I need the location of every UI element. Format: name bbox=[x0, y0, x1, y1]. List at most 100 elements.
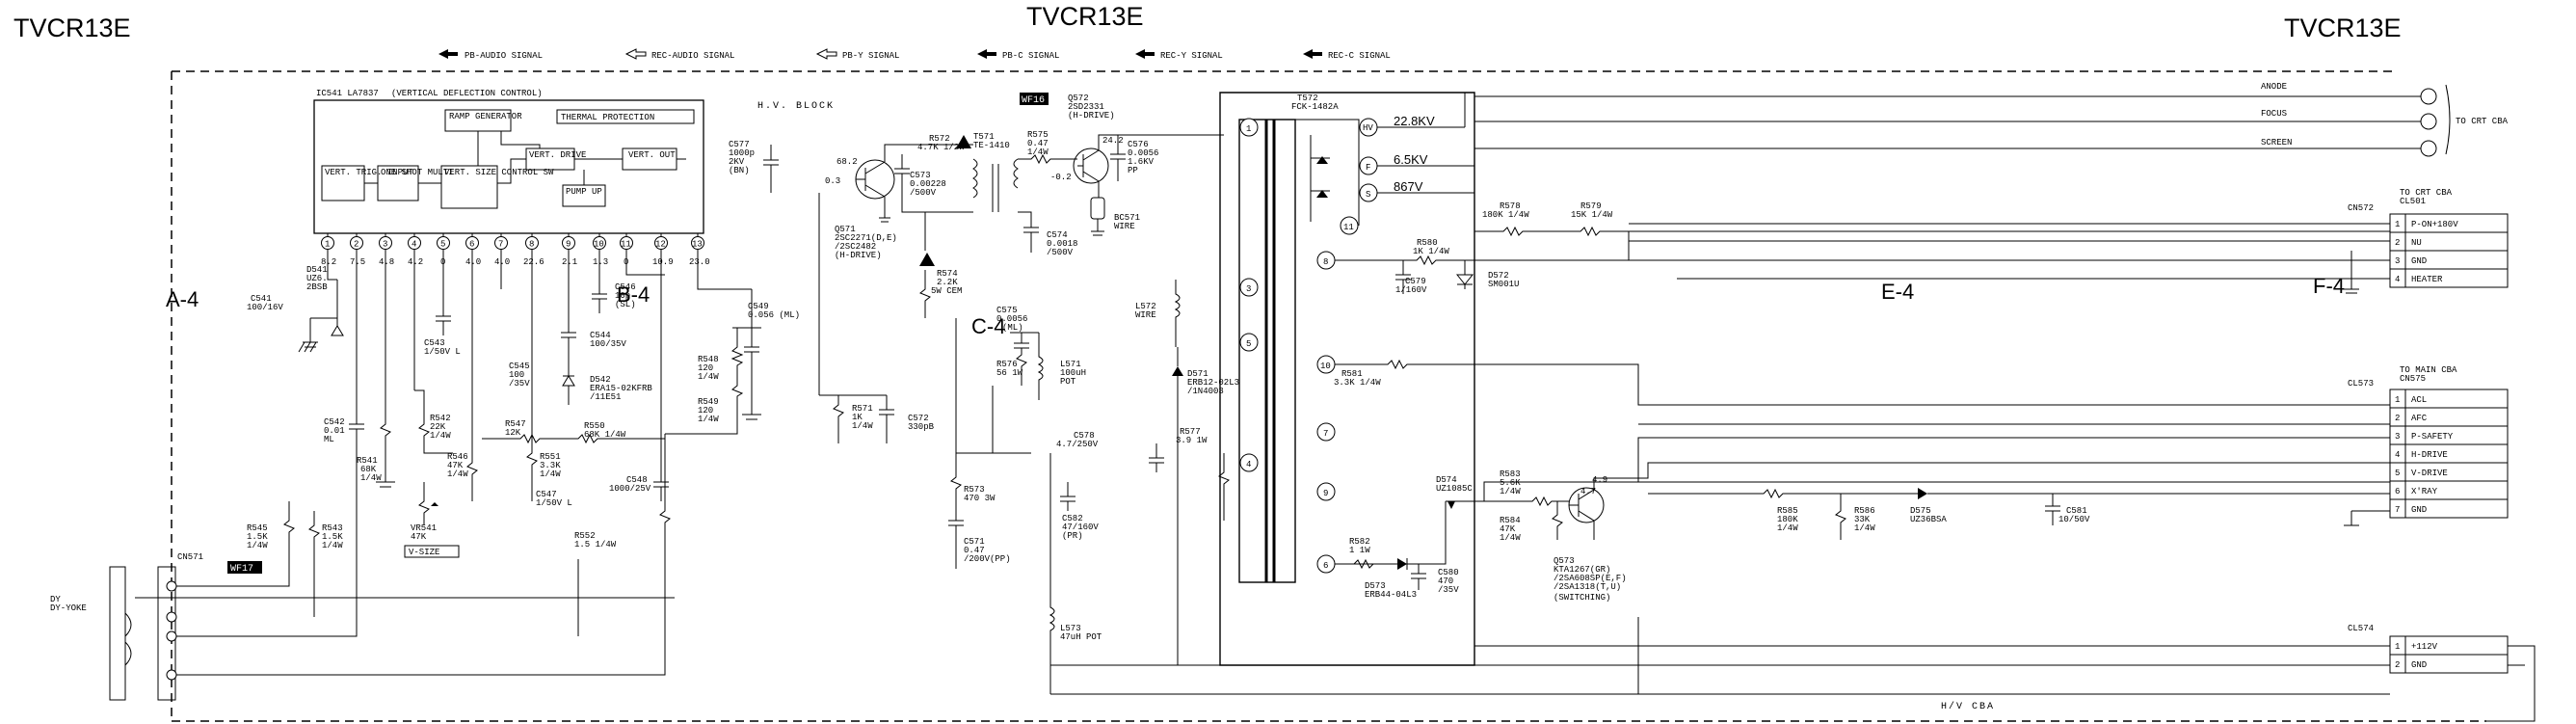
svg-text:15K 1/4W: 15K 1/4W bbox=[1571, 210, 1613, 220]
svg-text:L571: L571 bbox=[1060, 360, 1081, 369]
svg-text:R547: R547 bbox=[505, 419, 526, 429]
hv-block-label: H.V. BLOCK bbox=[757, 101, 835, 112]
svg-text:RAMP GENERATOR: RAMP GENERATOR bbox=[449, 112, 522, 121]
svg-text:GND: GND bbox=[2411, 256, 2427, 266]
svg-text:HV: HV bbox=[1363, 123, 1373, 133]
svg-text:ACL: ACL bbox=[2411, 395, 2427, 405]
svg-text:(H-DRIVE): (H-DRIVE) bbox=[1068, 111, 1115, 121]
svg-text:VR541: VR541 bbox=[411, 523, 437, 533]
svg-text:TO CRT CBA: TO CRT CBA bbox=[2400, 188, 2453, 198]
svg-text:C577: C577 bbox=[729, 140, 750, 149]
svg-text:Q571: Q571 bbox=[835, 225, 856, 234]
svg-text:0.056 (ML): 0.056 (ML) bbox=[748, 310, 800, 320]
svg-text:10.9: 10.9 bbox=[652, 257, 674, 267]
svg-text:/2SC2482: /2SC2482 bbox=[835, 242, 876, 252]
svg-text:C572: C572 bbox=[908, 414, 929, 423]
svg-text:X'RAY: X'RAY bbox=[2411, 487, 2438, 496]
svg-text:POT: POT bbox=[1060, 377, 1076, 387]
svg-text:REC-AUDIO SIGNAL: REC-AUDIO SIGNAL bbox=[651, 51, 734, 61]
svg-text:1000p: 1000p bbox=[729, 148, 755, 158]
legend-pb-audio: PB-AUDIO SIGNAL bbox=[438, 49, 543, 61]
svg-text:1: 1 bbox=[1246, 124, 1251, 134]
svg-text:1/50V L: 1/50V L bbox=[424, 347, 461, 357]
svg-text:100/16V: 100/16V bbox=[247, 303, 283, 312]
svg-text:7: 7 bbox=[1323, 429, 1328, 439]
svg-text:C543: C543 bbox=[424, 338, 445, 348]
svg-text:(VERTICAL DEFLECTION CONTROL): (VERTICAL DEFLECTION CONTROL) bbox=[391, 89, 543, 98]
svg-text:47uH POT: 47uH POT bbox=[1060, 632, 1102, 642]
svg-text:1/4W: 1/4W bbox=[1777, 523, 1798, 533]
wf17-badge bbox=[227, 561, 262, 574]
svg-text:(ML): (ML) bbox=[1002, 323, 1023, 333]
svg-text:2: 2 bbox=[2395, 660, 2400, 670]
section-a4: A-4 bbox=[166, 287, 199, 311]
svg-text:3: 3 bbox=[2395, 432, 2400, 442]
svg-text:1/4W: 1/4W bbox=[852, 421, 873, 431]
ic541-pins: 18.2 27.5 34.8 44.2 50 64.0 74.0 822.6 9… bbox=[321, 236, 710, 267]
svg-text:68.2: 68.2 bbox=[837, 157, 858, 167]
svg-text:L572: L572 bbox=[1135, 302, 1156, 311]
svg-text:D572: D572 bbox=[1488, 271, 1509, 281]
svg-text:4.7K 1/2W: 4.7K 1/2W bbox=[917, 143, 965, 152]
svg-text:C545: C545 bbox=[509, 362, 530, 371]
svg-text:470 3W: 470 3W bbox=[964, 494, 996, 503]
section-c4: C-4 bbox=[971, 314, 1005, 338]
svg-text:10: 10 bbox=[1320, 362, 1331, 371]
svg-text:/35V: /35V bbox=[509, 379, 530, 389]
svg-text:WF16: WF16 bbox=[1022, 95, 1045, 106]
svg-text:12K: 12K bbox=[505, 428, 521, 438]
svg-text:ML: ML bbox=[324, 435, 334, 444]
svg-text:100uH: 100uH bbox=[1060, 368, 1086, 378]
svg-text:/2SA608SP(E,F): /2SA608SP(E,F) bbox=[1554, 574, 1627, 583]
svg-text:C549: C549 bbox=[748, 302, 769, 311]
svg-text:R551: R551 bbox=[540, 452, 561, 462]
svg-text:47K: 47K bbox=[1500, 524, 1516, 534]
svg-text:VERT. TRIG. INPUT: VERT. TRIG. INPUT bbox=[325, 168, 413, 177]
svg-text:9: 9 bbox=[566, 240, 571, 250]
svg-text:3.9 1W: 3.9 1W bbox=[1176, 436, 1208, 445]
svg-text:3: 3 bbox=[1246, 284, 1251, 294]
svg-text:T571: T571 bbox=[973, 132, 995, 142]
svg-text:WIRE: WIRE bbox=[1114, 222, 1135, 231]
svg-text:68K: 68K bbox=[360, 465, 377, 474]
svg-text:C581: C581 bbox=[2066, 506, 2087, 516]
svg-text:R542: R542 bbox=[430, 414, 451, 423]
svg-text:1/4W: 1/4W bbox=[430, 431, 451, 441]
svg-text:(H-DRIVE): (H-DRIVE) bbox=[835, 251, 882, 260]
svg-text:180K 1/4W: 180K 1/4W bbox=[1482, 210, 1529, 220]
svg-text:7: 7 bbox=[2395, 505, 2400, 515]
svg-text:5W CEM: 5W CEM bbox=[931, 286, 962, 296]
svg-text:PB-Y SIGNAL: PB-Y SIGNAL bbox=[842, 51, 899, 61]
svg-text:33K: 33K bbox=[1854, 515, 1871, 524]
svg-text:GND: GND bbox=[2411, 505, 2427, 515]
svg-text:0.0056: 0.0056 bbox=[996, 314, 1027, 324]
svg-text:1/4W: 1/4W bbox=[1500, 487, 1521, 496]
svg-text:R576: R576 bbox=[996, 360, 1018, 369]
svg-text:C576: C576 bbox=[1128, 140, 1149, 149]
svg-text:4.0: 4.0 bbox=[465, 257, 481, 267]
svg-text:R577: R577 bbox=[1180, 427, 1201, 437]
svg-text:KTA1267(GR): KTA1267(GR) bbox=[1554, 565, 1610, 575]
svg-text:/2SA1318(T,U): /2SA1318(T,U) bbox=[1554, 582, 1621, 592]
svg-text:867V: 867V bbox=[1394, 179, 1423, 194]
svg-text:UZ36BSA: UZ36BSA bbox=[1910, 515, 1947, 524]
svg-text:1.5K: 1.5K bbox=[322, 532, 343, 542]
svg-text:1.5K: 1.5K bbox=[247, 532, 268, 542]
svg-text:/35V: /35V bbox=[1438, 585, 1459, 595]
svg-text:C580: C580 bbox=[1438, 568, 1459, 577]
warning-icon bbox=[919, 253, 935, 266]
svg-text:REC-C SIGNAL: REC-C SIGNAL bbox=[1328, 51, 1391, 61]
svg-text:0.0056: 0.0056 bbox=[1128, 148, 1158, 158]
svg-text:VERT. SIZE CONTROL SW: VERT. SIZE CONTROL SW bbox=[444, 168, 554, 177]
svg-text:(SWITCHING): (SWITCHING) bbox=[1554, 593, 1610, 603]
svg-text:0.01: 0.01 bbox=[324, 426, 345, 436]
svg-text:2BSB: 2BSB bbox=[306, 282, 328, 292]
svg-text:R574: R574 bbox=[937, 269, 958, 279]
legend-pb-c: PB-C SIGNAL bbox=[977, 49, 1059, 61]
svg-text:R584: R584 bbox=[1500, 516, 1521, 525]
svg-text:R578: R578 bbox=[1500, 201, 1521, 211]
svg-text:4.0: 4.0 bbox=[494, 257, 510, 267]
svg-text:CL574: CL574 bbox=[2348, 624, 2374, 633]
svg-text:10/50V: 10/50V bbox=[2058, 515, 2090, 524]
svg-text:1K 1/4W: 1K 1/4W bbox=[1413, 247, 1449, 256]
